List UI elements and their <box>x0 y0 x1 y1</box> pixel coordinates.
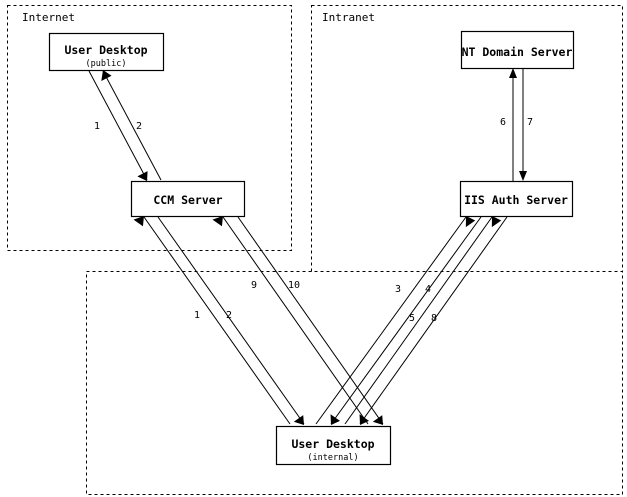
node-box-ccm-server[interactable] <box>130 180 246 218</box>
node-label-user-desktop-public: User Desktop <box>64 43 147 57</box>
edge-label-4: 4 <box>425 284 431 295</box>
edge-3-arrowhead <box>465 216 476 228</box>
edge-9-line <box>222 216 369 425</box>
edge-label-9: 9 <box>251 280 257 291</box>
edge-label-2-top: 2 <box>136 121 142 132</box>
node-label-iis-auth-server: IIS Auth Server <box>464 193 568 207</box>
edge-label-10: 10 <box>288 280 300 291</box>
edge-2-public-arrowhead <box>101 70 112 81</box>
node-label-nt-domain-server: NT Domain Server <box>462 45 573 59</box>
edge-label-1-top: 1 <box>94 121 100 132</box>
edge-1-internal-arrowhead <box>133 216 144 227</box>
node-user-desktop-public[interactable]: User Desktop (public) <box>48 32 165 72</box>
zone-internal-boundary <box>86 271 623 495</box>
edge-1-public-arrowhead <box>137 171 148 181</box>
edge-10-line <box>237 216 384 425</box>
node-box-user-desktop-public[interactable] <box>48 32 165 72</box>
edge-label-group: 1 2 6 7 9 10 1 2 3 4 5 8 <box>94 117 533 324</box>
node-box-iis-auth-server[interactable] <box>459 180 574 218</box>
edge-label-6: 6 <box>500 117 506 128</box>
edge-6-arrowhead <box>509 68 517 78</box>
edge-3-line <box>315 216 467 425</box>
edge-group-iis-internal-58 <box>344 216 508 425</box>
edge-label-2-bottom: 2 <box>226 310 232 321</box>
zone-label-intranet: Intranet <box>322 11 375 24</box>
edge-label-5: 5 <box>409 313 415 324</box>
edge-5-line <box>344 216 493 425</box>
edge-7-arrowhead <box>519 171 527 181</box>
edge-group-iis-nt <box>509 68 527 181</box>
node-box-user-desktop-internal[interactable] <box>275 425 392 466</box>
edge-10-arrowhead <box>372 415 383 425</box>
edge-4-arrowhead <box>330 414 340 425</box>
edge-1-public-line <box>88 70 148 181</box>
edge-2-public-line <box>102 70 162 181</box>
edge-2-internal-line <box>157 216 305 425</box>
node-ccm-server[interactable]: CCM Server <box>130 180 246 218</box>
edge-8-arrowhead <box>359 414 369 425</box>
zone-label-internet: Internet <box>22 11 75 24</box>
node-user-desktop-internal[interactable]: User Desktop (internal) <box>275 425 392 466</box>
node-label-ccm-server: CCM Server <box>153 193 222 207</box>
edge-group-iis-internal-34 <box>315 216 482 425</box>
edge-label-1-bottom: 1 <box>194 310 200 321</box>
node-sublabel-user-desktop-public: (public) <box>86 59 127 69</box>
edge-1-internal-line <box>143 216 291 425</box>
node-iis-auth-server[interactable]: IIS Auth Server <box>459 180 574 218</box>
edge-8-line <box>359 216 508 425</box>
edge-label-8: 8 <box>431 313 437 324</box>
node-label-user-desktop-internal: User Desktop <box>291 437 374 451</box>
edge-group-ccm-internal-910 <box>212 216 384 425</box>
edge-label-7: 7 <box>527 117 533 128</box>
node-nt-domain-server[interactable]: NT Domain Server <box>460 30 575 70</box>
edge-2-internal-arrowhead <box>293 415 304 425</box>
node-sublabel-user-desktop-internal: (internal) <box>307 453 358 463</box>
node-box-nt-domain-server[interactable] <box>460 30 575 70</box>
edge-4-line <box>330 216 482 425</box>
edge-9-arrowhead <box>212 216 223 227</box>
edge-label-3: 3 <box>395 284 401 295</box>
edge-group-ccm-internal-12 <box>133 216 305 425</box>
edge-group-public-ccm <box>88 70 162 181</box>
edge-5-arrowhead <box>491 216 502 228</box>
